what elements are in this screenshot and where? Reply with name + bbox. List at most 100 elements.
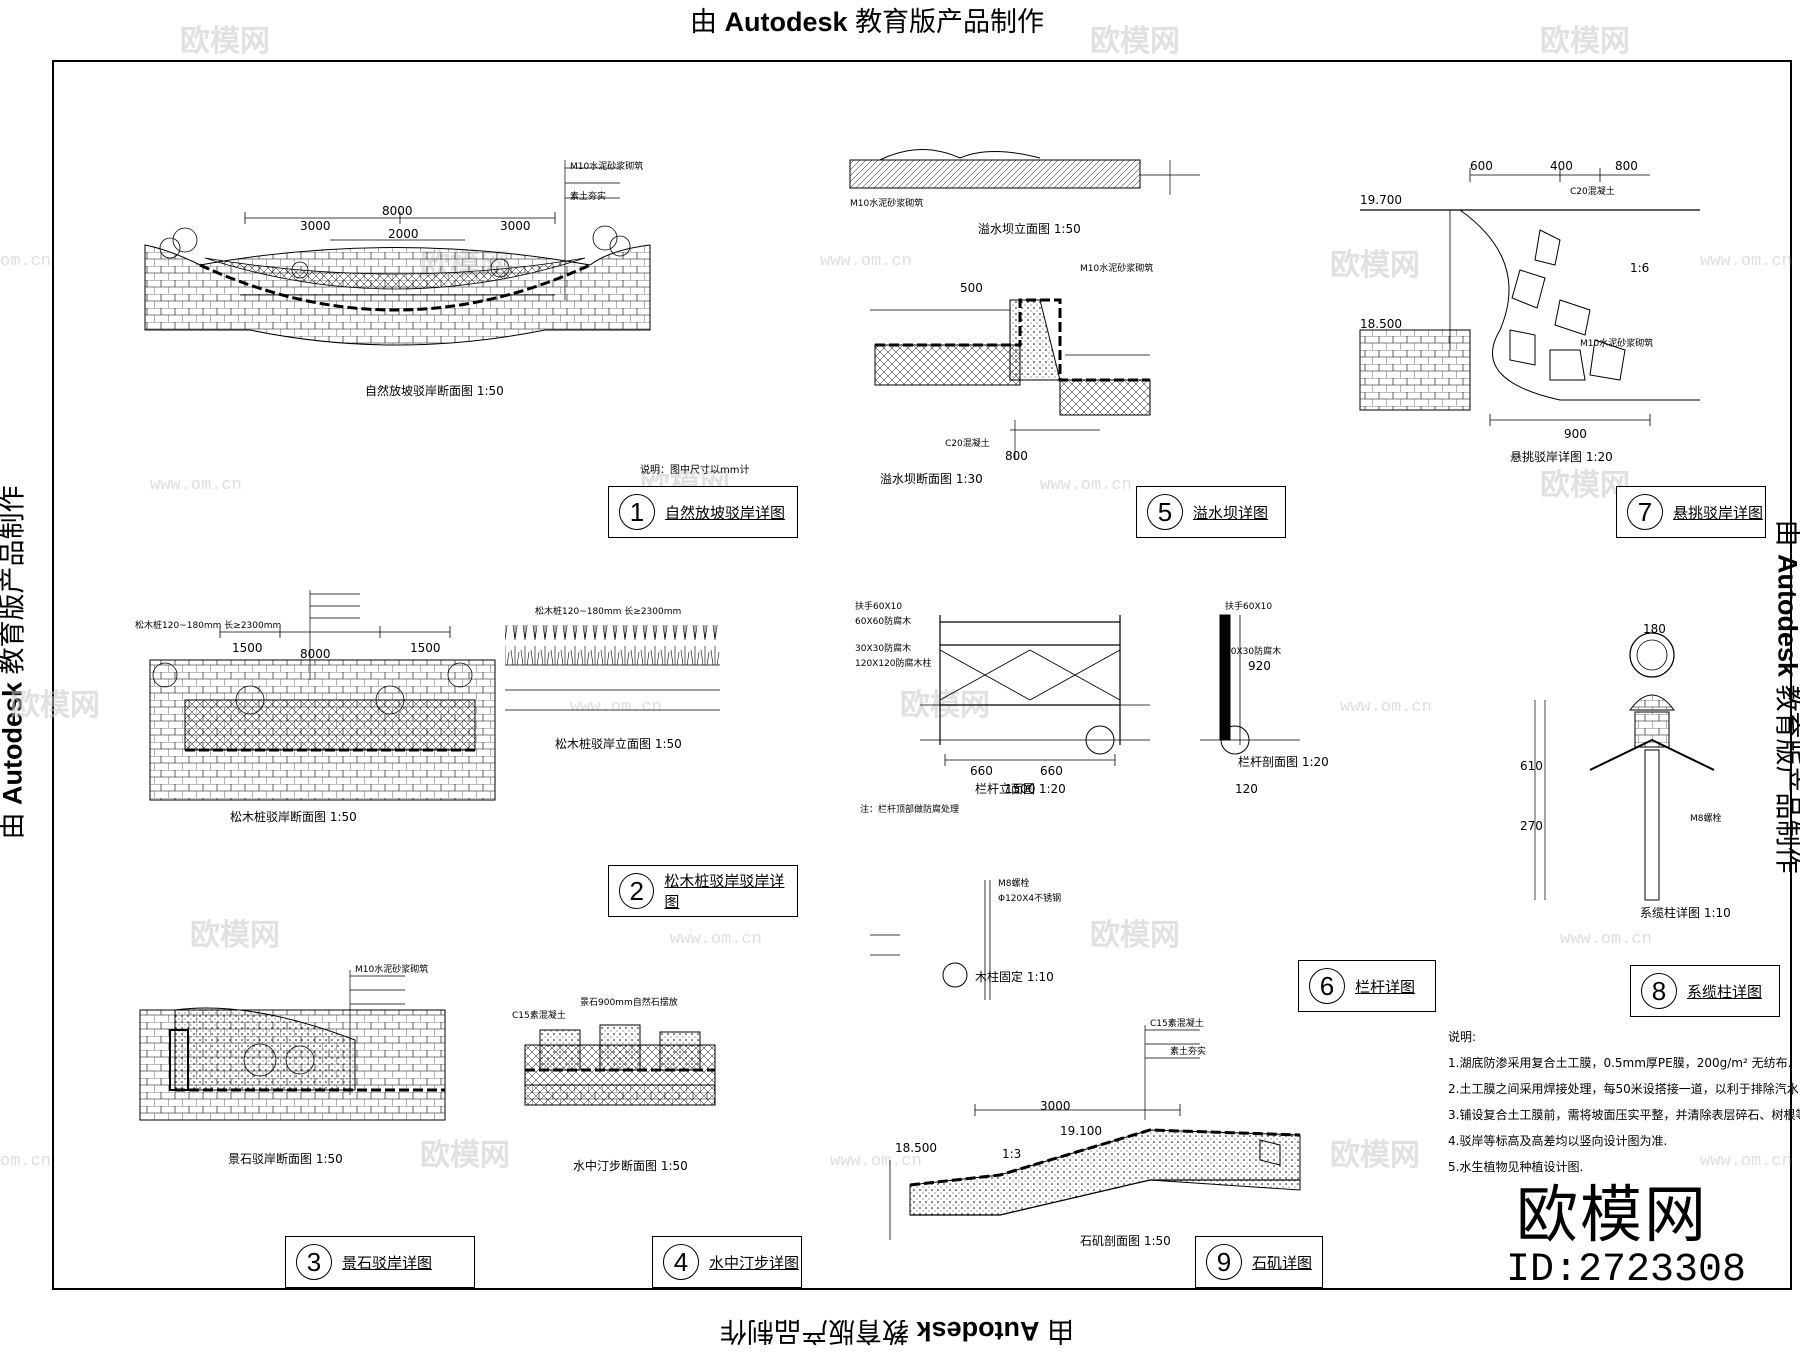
slope-label: 1:6 — [1630, 262, 1649, 274]
annotation: 景石900mm自然石摆放 — [580, 999, 678, 1008]
dim-label: 500 — [960, 282, 983, 294]
caption: 石矶剖面图 1:50 — [1080, 1232, 1171, 1249]
note-item: 1.湖底防渗采用复合土工膜，0.5mm厚PE膜，200g/m² 无纺布. — [1448, 1050, 1800, 1076]
detail-number: 5 — [1147, 494, 1183, 530]
annotation: M10水泥砂浆砌筑 — [570, 163, 643, 172]
annotation: 松木桩120~180mm 长≥2300mm — [535, 608, 681, 617]
annotation: C15素混凝土 — [512, 1012, 566, 1021]
detail-number: 4 — [663, 1244, 699, 1280]
annotation: M10水泥砂浆砌筑 — [355, 966, 428, 975]
brand-logo-text: 欧模网 — [1516, 1164, 1708, 1254]
annotation: M10水泥砂浆砌筑 — [1580, 340, 1653, 349]
elev-label: 18.500 — [895, 1142, 937, 1154]
annotation: 120X120防腐木柱 — [855, 660, 932, 669]
caption: 悬挑驳岸详图 1:20 — [1510, 448, 1613, 465]
annotation: C20混凝土 — [945, 440, 990, 449]
dim-label: 610 — [1520, 760, 1543, 772]
dim-label: 270 — [1520, 820, 1543, 832]
detail-title: 石矶详图 — [1252, 1252, 1312, 1273]
elev-label: 18.500 — [1360, 318, 1402, 330]
caption: 溢水坝立面图 1:50 — [978, 220, 1081, 237]
detail-badge-7: 7 悬挑驳岸详图 — [1616, 486, 1766, 538]
detail-title: 溢水坝详图 — [1193, 502, 1268, 523]
caption: 系缆柱详图 1:10 — [1640, 904, 1731, 921]
dim-label: 120 — [1235, 783, 1258, 795]
detail-badge-5: 5 溢水坝详图 — [1136, 486, 1286, 538]
dim-label: 8000 — [300, 648, 331, 660]
annotation: 30X30防腐木 — [855, 645, 911, 654]
dim-label: 800 — [1005, 450, 1028, 462]
detail-badge-2: 2 松木桩驳岸驳岸详图 — [608, 865, 798, 917]
detail-title: 栏杆详图 — [1355, 976, 1415, 997]
elev-label: 19.700 — [1360, 194, 1402, 206]
detail-title: 自然放坡驳岸详图 — [665, 502, 785, 523]
detail-number: 7 — [1627, 494, 1663, 530]
annotation: 60X60防腐木 — [855, 618, 911, 627]
detail-number: 8 — [1641, 973, 1677, 1009]
detail-5-section — [850, 149, 1200, 460]
caption: 松木桩驳岸断面图 1:50 — [230, 808, 357, 825]
dim-label: 8000 — [382, 205, 413, 217]
note-item: 4.驳岸等标高及高差均以竖向设计图为准. — [1448, 1128, 1800, 1154]
detail-number: 3 — [296, 1244, 332, 1280]
dim-label: 900 — [1564, 428, 1587, 440]
detail-badge-9: 9 石矶详图 — [1195, 1236, 1323, 1288]
dim-label: 180 — [1643, 623, 1666, 635]
dim-label: 600 — [1470, 160, 1493, 172]
slope-label: 1:3 — [1002, 1148, 1021, 1160]
detail-title: 系缆柱详图 — [1687, 981, 1762, 1002]
detail-number: 6 — [1309, 968, 1345, 1004]
annotation: C20混凝土 — [1570, 188, 1615, 197]
dim-label: 920 — [1248, 660, 1271, 672]
annotation: 说明：图中尺寸以mm计 — [640, 466, 749, 476]
annotation: 扶手60X10 — [1225, 603, 1272, 612]
annotation: Φ120X4不锈钢 — [998, 895, 1061, 904]
note-item: 2.土工膜之间采用焊接处理，每50米设搭接一道，以利于排除汽水. — [1448, 1076, 1800, 1102]
annotation: 素土夯实 — [570, 193, 606, 202]
annotation: 素土夯实 — [1170, 1048, 1206, 1057]
dim-label: 1500 — [232, 642, 263, 654]
caption: 溢水坝断面图 1:30 — [880, 470, 983, 487]
detail-4-section — [525, 1025, 715, 1105]
annotation: 30X30防腐木 — [1225, 648, 1281, 657]
detail-7-section — [1360, 168, 1700, 426]
caption: 景石驳岸断面图 1:50 — [228, 1150, 343, 1167]
detail-badge-1: 1 自然放坡驳岸详图 — [608, 486, 798, 538]
dim-label: 3000 — [500, 220, 531, 232]
note-item: 3.铺设复合土工膜前，需将坡面压实平整，并清除表层碎石、树根等硬质物. — [1448, 1102, 1800, 1128]
caption: 松木桩驳岸立面图 1:50 — [555, 735, 682, 752]
detail-badge-3: 3 景石驳岸详图 — [285, 1236, 475, 1288]
annotation: C15素混凝土 — [1150, 1020, 1204, 1029]
dim-label: 1500 — [410, 642, 441, 654]
annotation: 松木桩120~180mm 长≥2300mm — [135, 622, 281, 631]
detail-number: 2 — [619, 873, 654, 909]
detail-number: 1 — [619, 494, 655, 530]
detail-title: 水中汀步详图 — [709, 1252, 799, 1273]
dim-label: 660 — [970, 765, 993, 777]
annotation: M8螺栓 — [1690, 815, 1722, 824]
dim-label: 800 — [1615, 160, 1638, 172]
detail-badge-6: 6 栏杆详图 — [1298, 960, 1436, 1012]
caption: 木柱固定 1:10 — [975, 968, 1054, 985]
detail-badge-8: 8 系缆柱详图 — [1630, 965, 1780, 1017]
annotation: M10水泥砂浆砌筑 — [1080, 265, 1153, 274]
caption: 自然放坡驳岸断面图 1:50 — [365, 382, 504, 399]
detail-title: 松木桩驳岸驳岸详图 — [664, 870, 797, 912]
detail-number: 9 — [1206, 1244, 1242, 1280]
detail-3-section — [140, 970, 445, 1120]
annotation: 扶手60X10 — [855, 603, 902, 612]
detail-badge-4: 4 水中汀步详图 — [652, 1236, 802, 1288]
dim-label: 3000 — [300, 220, 331, 232]
caption: 栏杆立面图 1:20 — [975, 780, 1066, 797]
dim-label: 2000 — [388, 228, 419, 240]
detail-title: 景石驳岸详图 — [342, 1252, 432, 1273]
notes-title: 说明: — [1448, 1024, 1800, 1050]
annotation: 注：栏杆顶部做防腐处理 — [860, 806, 959, 815]
model-id: ID:2723308 — [1506, 1248, 1746, 1293]
caption: 栏杆剖面图 1:20 — [1238, 753, 1329, 770]
dim-label: 400 — [1550, 160, 1573, 172]
detail-title: 悬挑驳岸详图 — [1673, 502, 1763, 523]
detail-8-mooring-post — [1535, 633, 1714, 900]
annotation: M10水泥砂浆砌筑 — [850, 200, 923, 209]
detail-1-section — [145, 160, 650, 345]
